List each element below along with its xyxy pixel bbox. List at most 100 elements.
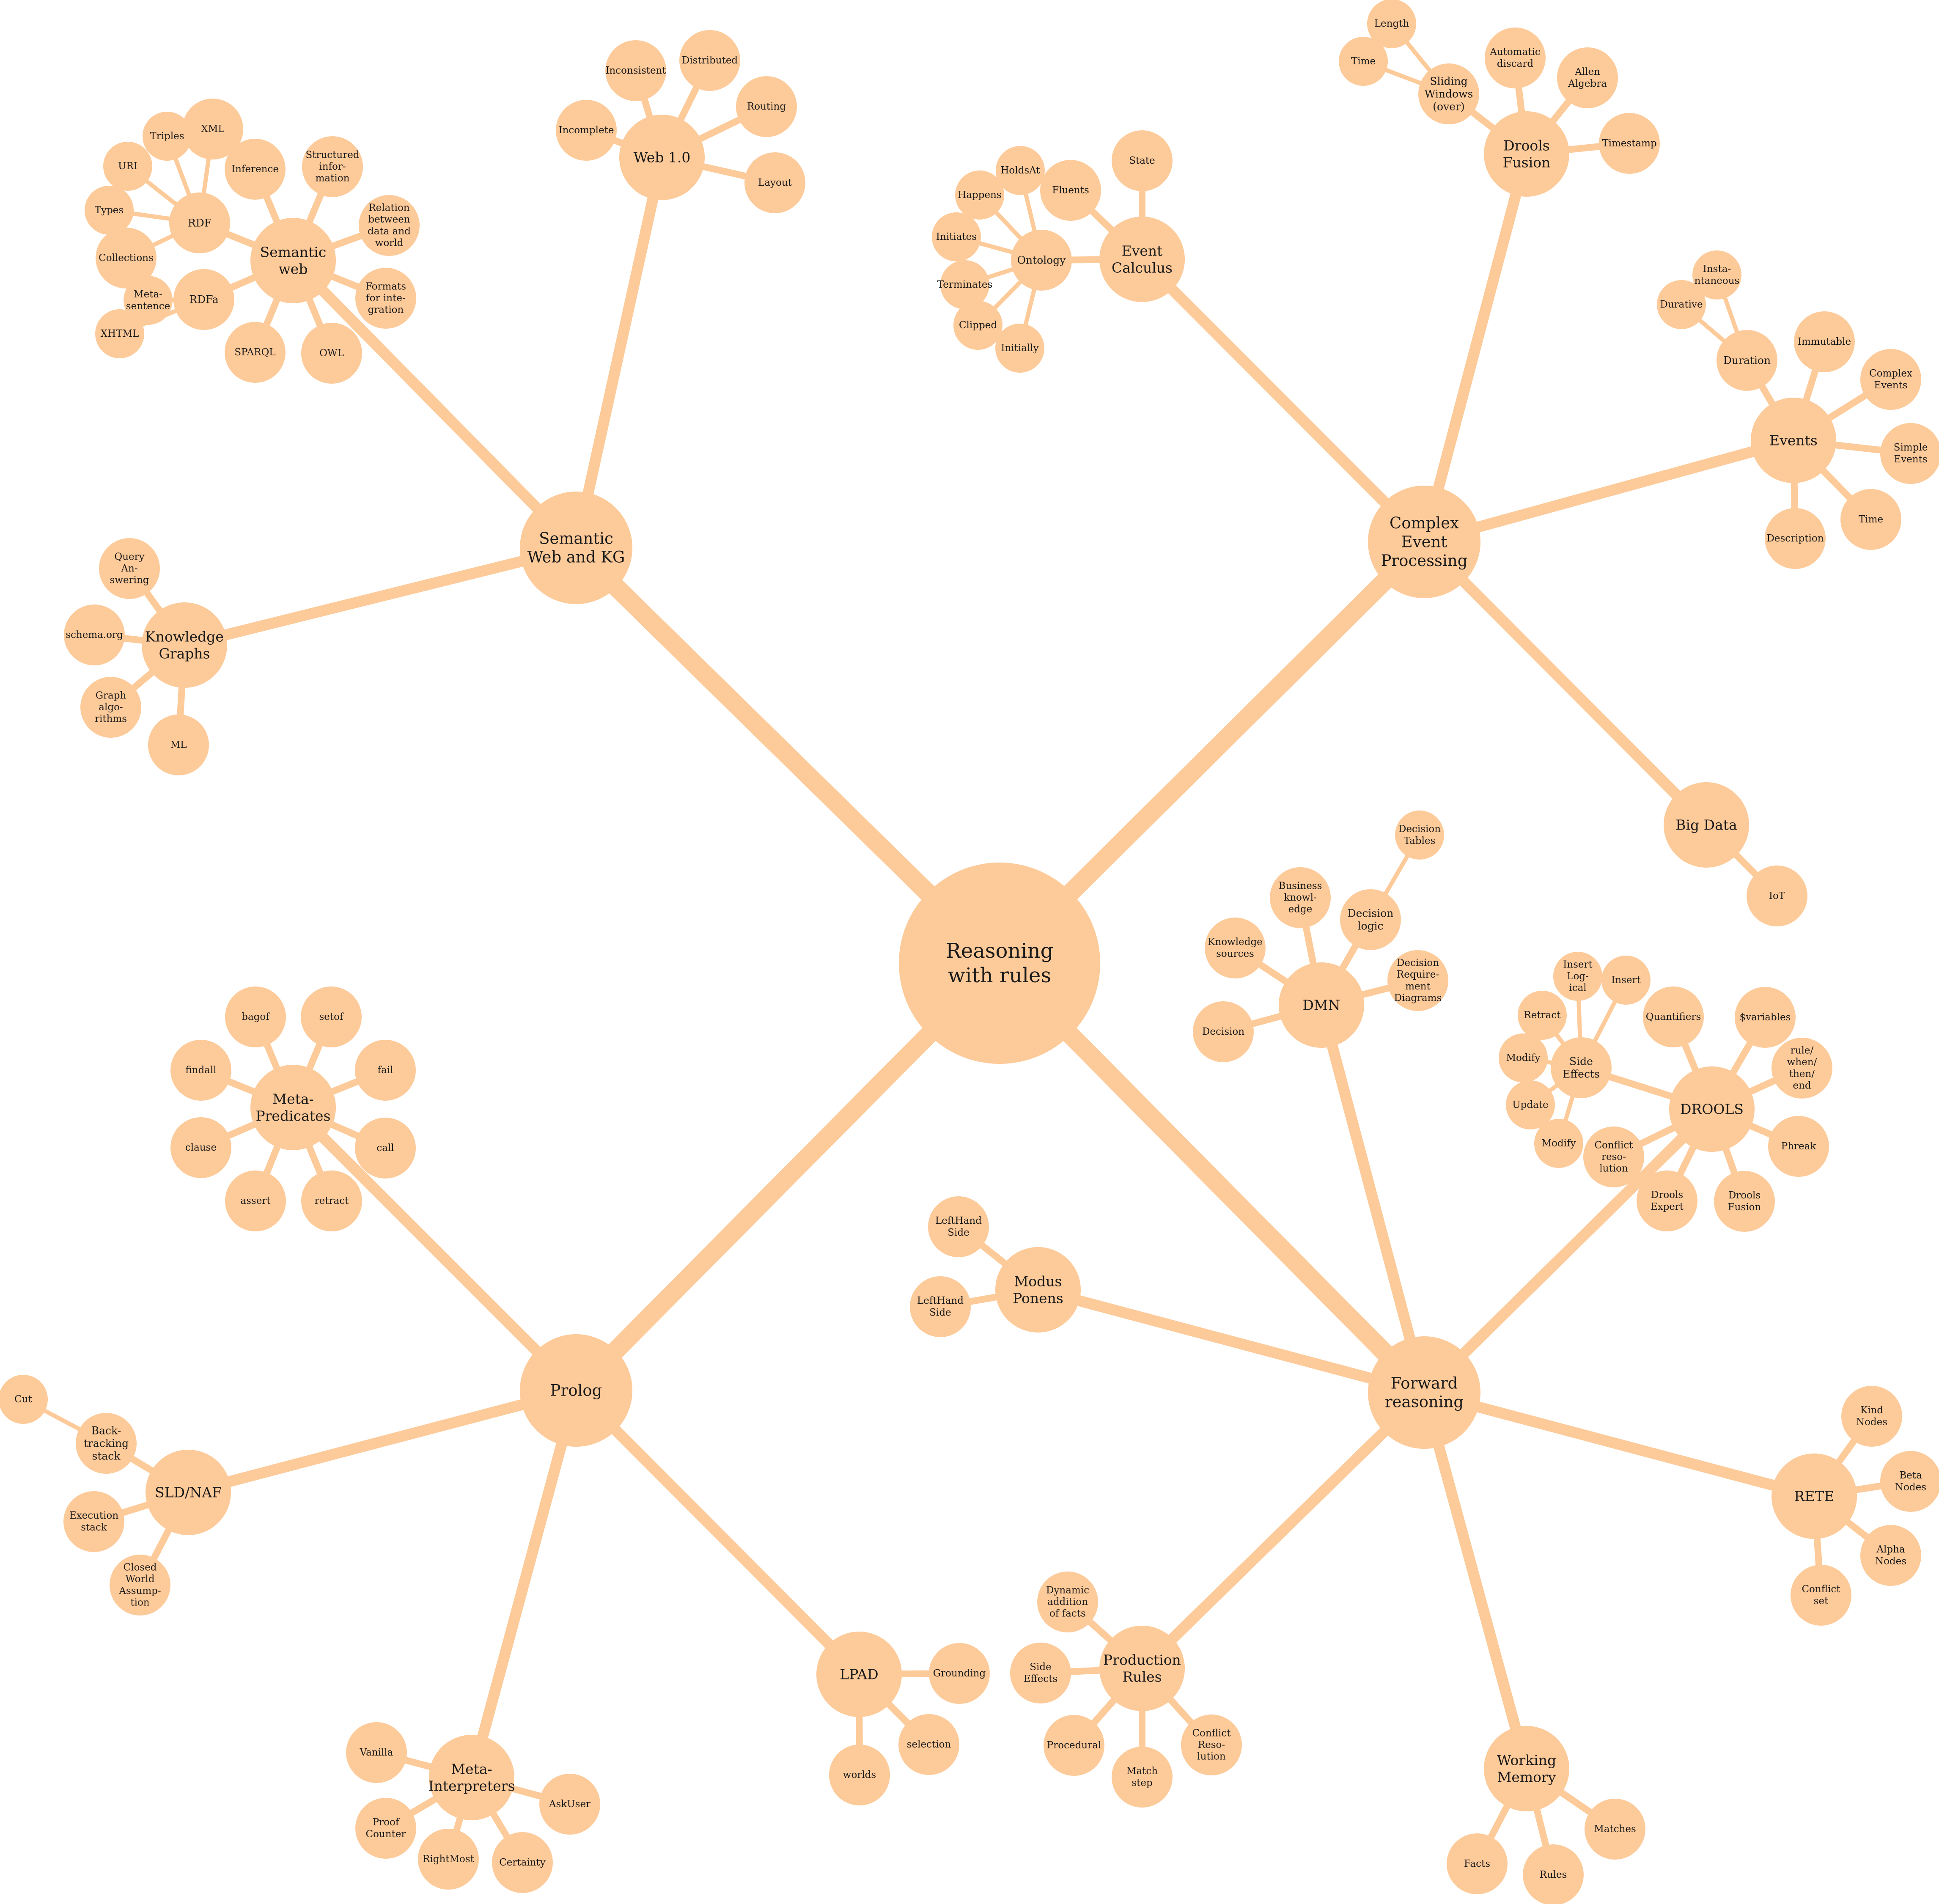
node-label: knowl- bbox=[1284, 892, 1316, 903]
connector-meta-interpreters bbox=[466, 1385, 582, 1783]
node-label: Side bbox=[929, 1307, 951, 1318]
node-label: Conflict bbox=[1192, 1728, 1231, 1739]
node-circle bbox=[744, 152, 805, 213]
node-length: Length bbox=[1367, 0, 1416, 48]
node-label: Tables bbox=[1404, 835, 1436, 846]
node-holdsat: HoldsAt bbox=[996, 146, 1045, 195]
node-label: Fluents bbox=[1052, 185, 1089, 196]
node-circle bbox=[64, 604, 125, 665]
node-label: Length bbox=[1374, 18, 1409, 29]
node-circle bbox=[1040, 160, 1101, 221]
node-label: for inte- bbox=[366, 293, 405, 304]
connector-big-data bbox=[1419, 536, 1712, 830]
node-label: Retract bbox=[1524, 1010, 1561, 1021]
node-insta-ntaneous: Insta-ntaneous bbox=[1692, 250, 1741, 299]
node-label: assert bbox=[240, 1195, 271, 1206]
node-label: Forward bbox=[1391, 1374, 1458, 1392]
node-label: Back- bbox=[91, 1425, 121, 1437]
node-label: worlds bbox=[843, 1769, 876, 1780]
node-setof: setof bbox=[301, 986, 362, 1047]
node-label: selection bbox=[907, 1739, 951, 1750]
node-label: URI bbox=[118, 161, 137, 172]
node-clipped: Clipped bbox=[953, 301, 1002, 350]
node-label: Business bbox=[1279, 880, 1322, 891]
node-circle bbox=[355, 1040, 416, 1101]
node-circle bbox=[1657, 280, 1706, 329]
node-label: Timestamp bbox=[1602, 138, 1656, 149]
node-findall: findall bbox=[170, 1040, 231, 1101]
node-circle bbox=[1181, 1714, 1242, 1775]
node-label: Inconsistent bbox=[605, 65, 666, 76]
connector-dmn bbox=[1316, 1000, 1430, 1398]
node-circle bbox=[225, 322, 286, 383]
node-circle bbox=[1557, 47, 1618, 108]
node-label: Algebra bbox=[1568, 78, 1607, 89]
node-circle bbox=[1791, 1565, 1851, 1626]
node-label: Modify bbox=[1506, 1052, 1541, 1063]
node-label: Log- bbox=[1567, 971, 1589, 982]
node-label: Query bbox=[114, 551, 144, 562]
node-circle bbox=[1860, 1525, 1921, 1586]
node-decision: Decision bbox=[1193, 1001, 1254, 1062]
node-label: Event bbox=[1122, 243, 1163, 259]
node-label: Conflict bbox=[1594, 1140, 1633, 1151]
node-meta-predicates: Meta-Predicates bbox=[250, 1065, 336, 1150]
node-label: Counter bbox=[366, 1829, 406, 1840]
node-layout: Layout bbox=[744, 152, 805, 213]
node-grounding: Grounding bbox=[929, 1643, 990, 1704]
node-label: Ontology bbox=[1017, 254, 1066, 267]
node-label: schema.org bbox=[66, 629, 123, 640]
node-rule-when-then-end: rule/when/then/end bbox=[1771, 1038, 1832, 1099]
node-circle bbox=[76, 1413, 137, 1474]
connector-working-memory bbox=[1419, 1387, 1532, 1774]
node-circle bbox=[1860, 349, 1921, 410]
node-big-data: Big Data bbox=[1664, 782, 1749, 868]
node-circle bbox=[146, 1450, 231, 1535]
node-xml: XML bbox=[182, 99, 243, 159]
node-circle bbox=[1553, 952, 1602, 1001]
node-label: LPAD bbox=[840, 1666, 878, 1683]
node-circle bbox=[1794, 311, 1855, 372]
node-circle bbox=[418, 1829, 479, 1890]
node-circle bbox=[955, 170, 1004, 220]
node-circle bbox=[932, 212, 981, 261]
node-circle bbox=[63, 1491, 124, 1552]
node-circle bbox=[301, 986, 362, 1047]
node-label: Types bbox=[95, 205, 124, 216]
node-label: edge bbox=[1288, 904, 1313, 915]
node-label: setof bbox=[319, 1011, 344, 1022]
connector-knowledge-graphs bbox=[179, 542, 582, 651]
node-circle bbox=[346, 1722, 407, 1783]
node-label: bagof bbox=[242, 1011, 270, 1022]
node-circle bbox=[1387, 950, 1448, 1011]
node-label: algo- bbox=[99, 702, 123, 713]
node-label: OWL bbox=[319, 348, 344, 359]
node-circle bbox=[995, 324, 1044, 373]
node-label: Web 1.0 bbox=[634, 149, 691, 166]
node-label: Simple bbox=[1894, 442, 1928, 453]
connector-events bbox=[1419, 435, 1799, 547]
node-circle bbox=[359, 195, 420, 256]
node-circle bbox=[928, 1196, 989, 1257]
node-distributed: Distributed bbox=[679, 30, 740, 91]
node-happens: Happens bbox=[955, 170, 1004, 220]
node-label: with rules bbox=[948, 964, 1051, 987]
node-label: Match bbox=[1126, 1766, 1158, 1777]
node-events: Events bbox=[1751, 398, 1836, 483]
node-label: Decision bbox=[1398, 824, 1441, 835]
node-label: Update bbox=[1512, 1099, 1548, 1110]
node-xhtml: XHTML bbox=[95, 309, 144, 358]
node-circle bbox=[1044, 1715, 1104, 1776]
node-label: Insert bbox=[1563, 959, 1593, 970]
node-circle bbox=[1099, 217, 1185, 302]
